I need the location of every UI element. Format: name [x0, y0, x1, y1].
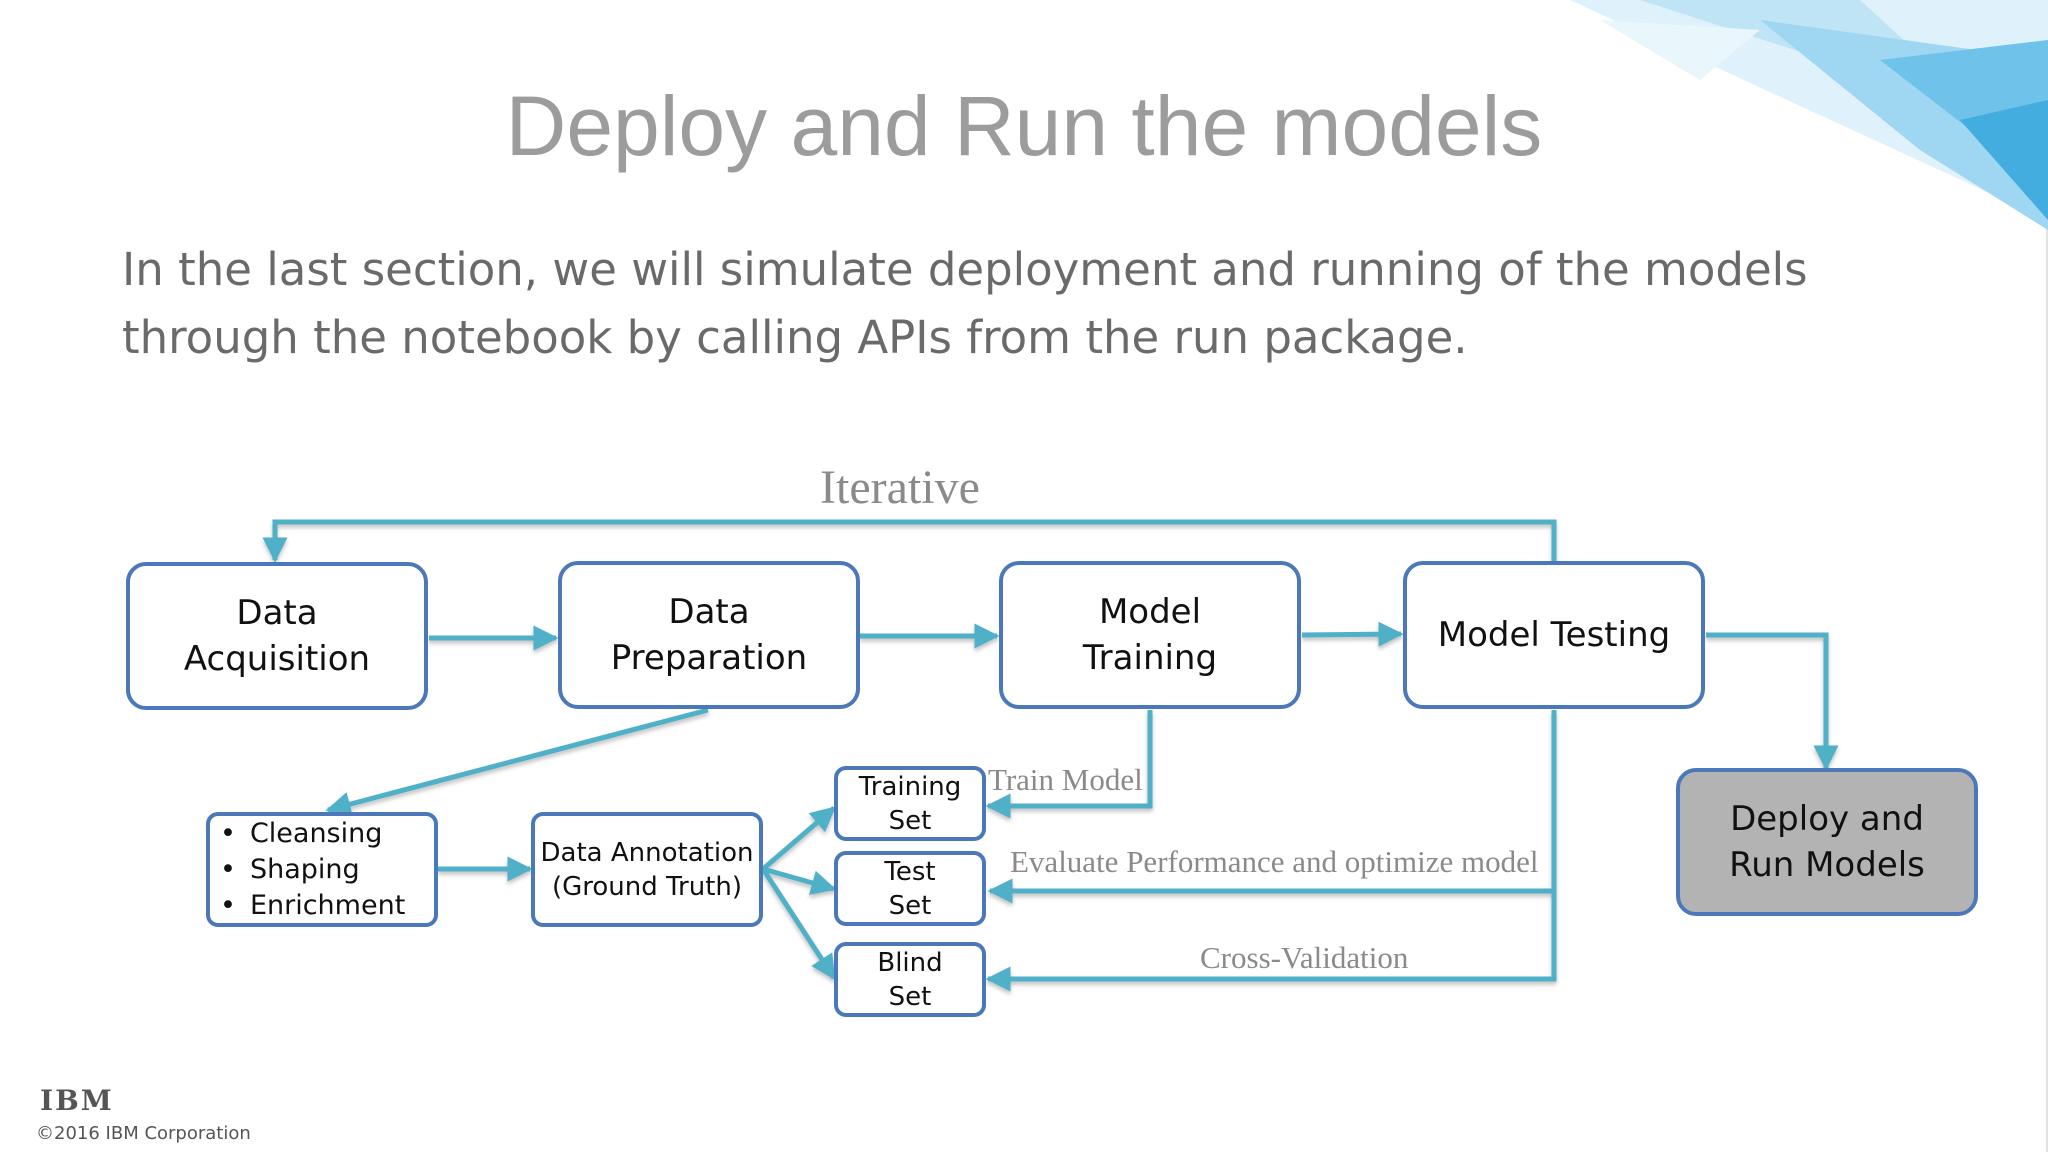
slide-body-text: In the last section, we will simulate de… — [122, 236, 1922, 372]
training-set-line-1: Training — [858, 771, 962, 802]
step-shaping: Shaping — [220, 852, 360, 888]
preparation-line-1: Data — [668, 592, 750, 632]
arrow-annotation-to-blind-set — [760, 867, 837, 981]
blind-set-line-2: Set — [888, 981, 932, 1012]
training-set-line-2: Set — [888, 805, 932, 836]
arrow-annotation-to-test-set — [762, 866, 837, 895]
test-set-line-1: Test — [884, 856, 936, 887]
acquisition-line-2: Acquisition — [183, 639, 371, 679]
arrow-testing-to-deploy — [1706, 632, 1839, 771]
test-set-line-2: Set — [888, 890, 932, 921]
body-line-1: In the last section, we will simulate de… — [122, 243, 1808, 296]
annotation-line-2: (Ground Truth) — [551, 871, 743, 902]
cross-validation-label: Cross-Validation — [1200, 940, 1409, 975]
copyright-text: ©2016 IBM Corporation — [36, 1123, 251, 1144]
testing-line-1: Model Testing — [1437, 615, 1671, 655]
data-acquisition-box: Data Acquisition — [126, 562, 428, 710]
arrow-training-to-testing — [1301, 621, 1404, 647]
deploy-line-1: Deploy and — [1730, 799, 1924, 839]
train-model-label: Train Model — [988, 762, 1143, 797]
annotation-line-1: Data Annotation — [540, 837, 754, 868]
step-enrichment: Enrichment — [220, 888, 405, 924]
slide-title: Deploy and Run the models — [505, 79, 1543, 173]
model-testing-box: Model Testing — [1403, 561, 1705, 709]
evaluate-label: Evaluate Performance and optimize model — [1010, 844, 1539, 879]
training-set-box: Training Set — [834, 766, 986, 841]
training-line-2: Training — [1082, 638, 1218, 678]
training-line-1: Model — [1098, 592, 1202, 632]
deploy-line-2: Run Models — [1729, 845, 1925, 885]
ibm-logo: IBM — [40, 1084, 114, 1117]
test-set-box: Test Set — [834, 851, 986, 926]
blind-set-box: Blind Set — [834, 942, 986, 1017]
body-line-2: through the notebook by calling APIs fro… — [122, 311, 1468, 364]
arrow-annotation-to-training-set — [761, 806, 836, 871]
step-cleansing: Cleansing — [220, 816, 382, 852]
preparation-line-2: Preparation — [610, 638, 808, 678]
data-preparation-box: Data Preparation — [558, 561, 860, 709]
model-training-box: Model Training — [999, 561, 1301, 709]
arrow-iterative-loop — [262, 519, 1557, 563]
arrow-cross-validation — [985, 891, 1557, 992]
blind-set-line-1: Blind — [877, 947, 943, 978]
data-annotation-box: Data Annotation (Ground Truth) — [531, 812, 763, 927]
prep-steps-box: Cleansing Shaping Enrichment — [206, 812, 438, 927]
iterative-label: Iterative — [820, 461, 980, 514]
arrow-preparation-to-steps — [325, 707, 709, 817]
arrow-train-model — [985, 710, 1153, 819]
acquisition-line-1: Data — [236, 593, 318, 633]
deploy-run-models-box: Deploy and Run Models — [1676, 768, 1978, 916]
